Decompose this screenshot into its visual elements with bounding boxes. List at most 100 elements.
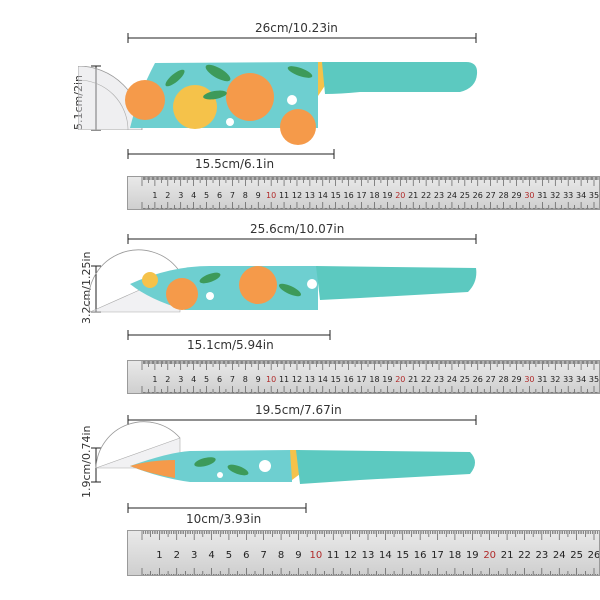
ruler-number: 15 — [331, 375, 341, 384]
ruler-number: 18 — [369, 375, 379, 384]
ruler-number: 35 — [589, 191, 599, 200]
ruler-number: 24 — [553, 550, 566, 561]
ruler-number: 19 — [466, 550, 479, 561]
ruler-number: 17 — [356, 191, 366, 200]
ruler-number: 16 — [344, 375, 354, 384]
ruler-number: 3 — [178, 375, 183, 384]
blade-length-label-1: 15.5cm/6.1in — [195, 157, 275, 171]
ruler-number: 29 — [511, 191, 521, 200]
ruler-number: 1 — [152, 375, 157, 384]
ruler-number: 14 — [318, 375, 328, 384]
ruler-number: 31 — [537, 191, 547, 200]
ruler-number: 12 — [292, 191, 302, 200]
ruler-number: 2 — [165, 191, 170, 200]
ruler-number: 26 — [473, 375, 483, 384]
ruler-number: 9 — [295, 550, 301, 561]
ruler-number: 13 — [305, 375, 315, 384]
ruler-number: 6 — [243, 550, 249, 561]
ruler-number: 25 — [570, 550, 583, 561]
ruler-number: 28 — [499, 191, 509, 200]
ruler-number: 34 — [576, 375, 586, 384]
ruler-number: 6 — [217, 191, 222, 200]
ruler-number: 23 — [535, 550, 548, 561]
ruler-number: 33 — [563, 191, 573, 200]
ruler-number: 1 — [156, 550, 162, 561]
ruler-number: 18 — [449, 550, 462, 561]
ruler-number: 16 — [414, 550, 427, 561]
ruler-number: 11 — [327, 550, 340, 561]
ruler-number: 19 — [382, 191, 392, 200]
total-length-label-1: 26cm/10.23in — [255, 21, 338, 35]
blade-length-label-3: 10cm/3.93in — [186, 512, 262, 526]
ruler-number: 12 — [344, 550, 357, 561]
ruler-number: 3 — [178, 191, 183, 200]
ruler-number: 25 — [460, 191, 470, 200]
ruler-number: 35 — [589, 375, 599, 384]
ruler-number: 5 — [204, 375, 209, 384]
total-length-label-2: 25.6cm/10.07in — [250, 222, 345, 236]
ruler-number: 3 — [191, 550, 197, 561]
ruler-number: 15 — [331, 191, 341, 200]
ruler-number: 13 — [305, 191, 315, 200]
ruler-number: 15 — [396, 550, 409, 561]
ruler-number: 10 — [266, 191, 276, 200]
ruler-number: 6 — [217, 375, 222, 384]
ruler-number: 5 — [226, 550, 232, 561]
ruler-number: 9 — [256, 375, 261, 384]
ruler-number: 26 — [473, 191, 483, 200]
ruler-number: 23 — [434, 375, 444, 384]
ruler-number: 27 — [486, 191, 496, 200]
ruler-number: 14 — [318, 191, 328, 200]
ruler-number: 29 — [511, 375, 521, 384]
ruler-number: 8 — [243, 375, 248, 384]
ruler-number: 34 — [576, 191, 586, 200]
ruler-number: 20 — [483, 550, 496, 561]
ruler-number: 8 — [278, 550, 284, 561]
ruler-number: 10 — [266, 375, 276, 384]
ruler-number: 22 — [421, 191, 431, 200]
ruler-number: 13 — [362, 550, 375, 561]
ruler-number: 16 — [344, 191, 354, 200]
ruler-number: 21 — [408, 191, 418, 200]
ruler-number: 7 — [261, 550, 267, 561]
ruler-number: 11 — [279, 375, 289, 384]
ruler-number: 24 — [447, 375, 457, 384]
ruler-number: 18 — [369, 191, 379, 200]
ruler-number: 30 — [524, 375, 534, 384]
ruler-number: 31 — [537, 375, 547, 384]
ruler-number: 21 — [501, 550, 514, 561]
ruler-number: 1 — [152, 191, 157, 200]
ruler-number: 14 — [379, 550, 392, 561]
ruler-number: 19 — [382, 375, 392, 384]
ruler-number: 4 — [208, 550, 214, 561]
ruler-number: 26 — [588, 550, 600, 561]
ruler-number: 11 — [279, 191, 289, 200]
ruler-number: 9 — [256, 191, 261, 200]
ruler-number: 7 — [230, 191, 235, 200]
ruler-number: 4 — [191, 375, 196, 384]
ruler-number: 17 — [356, 375, 366, 384]
ruler-number: 30 — [524, 191, 534, 200]
ruler-number: 27 — [486, 375, 496, 384]
ruler-number: 22 — [421, 375, 431, 384]
ruler-number: 2 — [165, 375, 170, 384]
ruler-number: 17 — [431, 550, 444, 561]
ruler-number: 32 — [550, 375, 560, 384]
ruler-number: 25 — [460, 375, 470, 384]
ruler-number: 20 — [395, 191, 405, 200]
blade-length-label-2: 15.1cm/5.94in — [187, 338, 274, 352]
ruler-number: 28 — [499, 375, 509, 384]
ruler-number: 12 — [292, 375, 302, 384]
ruler-number: 5 — [204, 191, 209, 200]
ruler-number: 7 — [230, 375, 235, 384]
ruler-number: 33 — [563, 375, 573, 384]
